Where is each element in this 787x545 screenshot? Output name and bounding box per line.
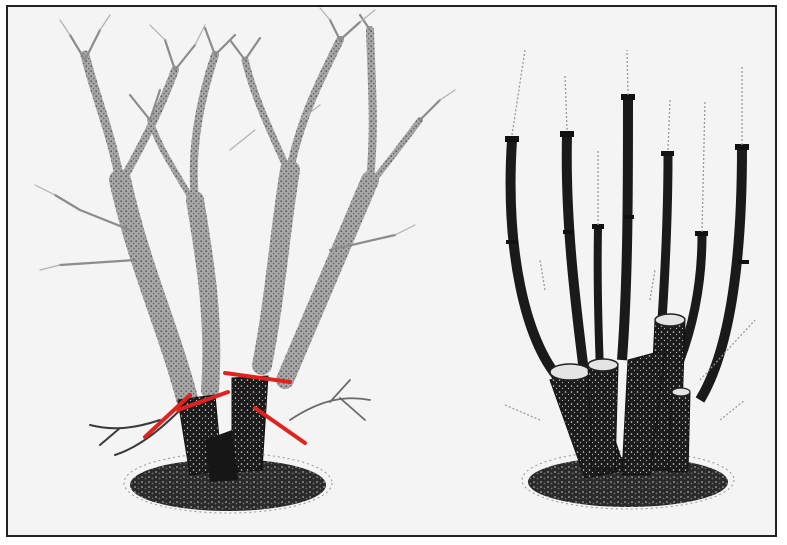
after-pruning-panel (505, 50, 755, 509)
right-cut-stems (511, 98, 742, 400)
before-pruning-panel (35, 8, 455, 513)
